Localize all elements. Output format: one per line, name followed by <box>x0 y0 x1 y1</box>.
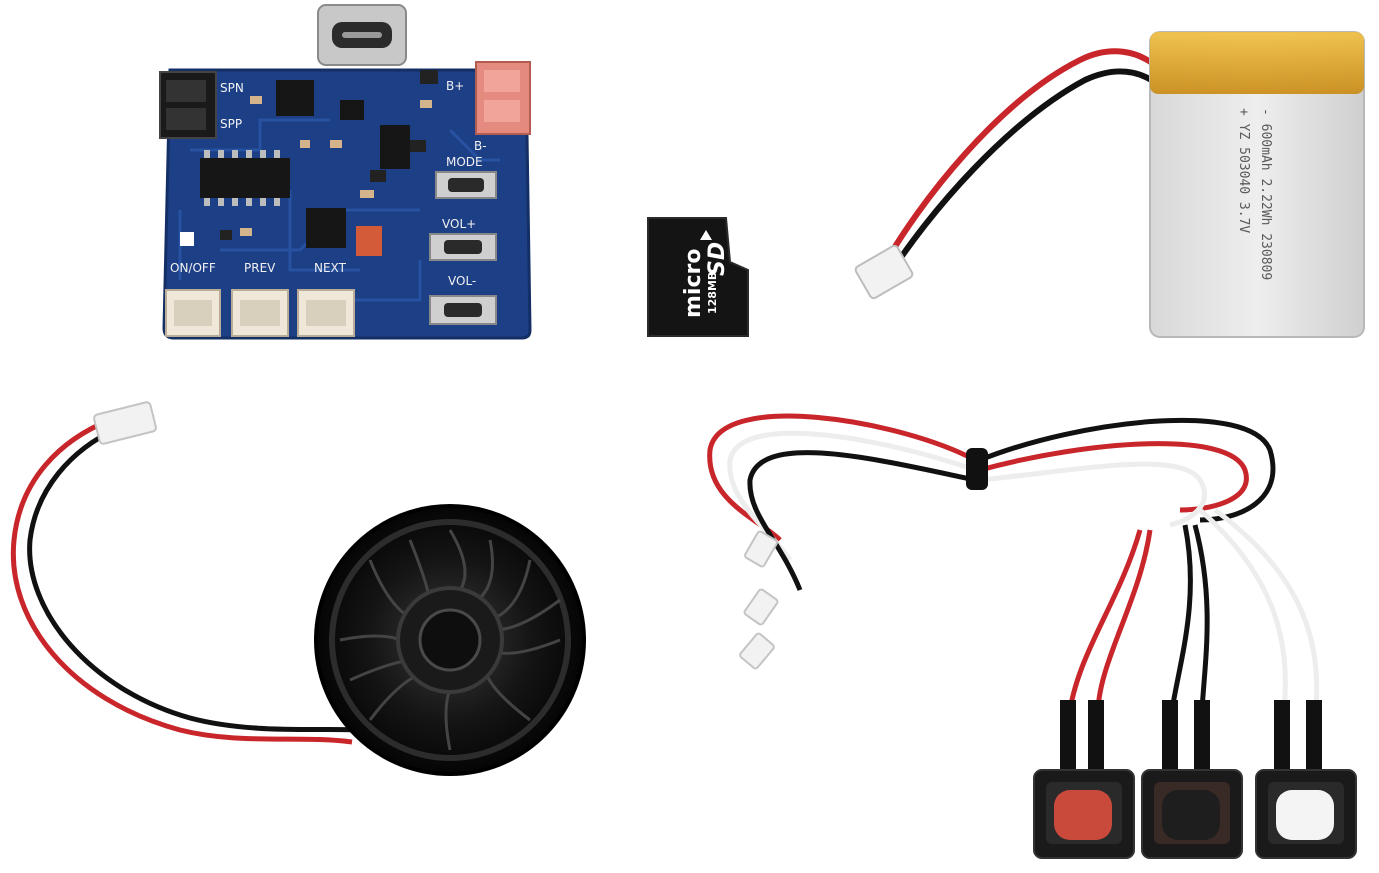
battery-label-line2: - 600mAh 2.22Wh 230809 <box>1258 108 1273 280</box>
sd-brand-sd: SD <box>705 242 730 276</box>
next-connector <box>297 289 355 337</box>
black-push-button[interactable] <box>1141 769 1243 859</box>
red-push-button[interactable] <box>1033 769 1135 859</box>
white-push-button[interactable] <box>1255 769 1357 859</box>
ic-chip-amp <box>306 208 346 248</box>
lipo-battery: + YZ 503040 3.7V - 600mAh 2.22Wh 230809 <box>854 31 1365 338</box>
mp3-module-board: SPN SPP B+ B- MODE <box>159 4 532 340</box>
battery-label-line1: + YZ 503040 3.7V <box>1236 108 1251 233</box>
label-spp: SPP <box>220 117 242 131</box>
harness-plug-3 <box>739 632 775 670</box>
label-b-plus: B+ <box>446 79 464 93</box>
ic-chip-main <box>200 158 290 198</box>
cable-tie <box>966 448 988 490</box>
label-b-minus: B- <box>474 139 487 153</box>
harness-plug-1 <box>744 530 778 568</box>
label-mode: MODE <box>446 155 483 169</box>
sd-capacity: 128MB <box>706 272 719 314</box>
ic-chip-charger <box>276 80 314 116</box>
on-off-connector <box>165 289 221 337</box>
prev-connector <box>231 289 289 337</box>
speaker-assembly <box>10 401 586 776</box>
speaker-jst-plug <box>93 401 157 445</box>
label-prev: PREV <box>244 261 276 275</box>
battery-kapton-tape <box>1150 32 1364 94</box>
speaker-dust-cap <box>418 608 482 672</box>
label-vol-minus: VOL- <box>448 274 476 288</box>
label-vol-plus: VOL+ <box>442 217 476 231</box>
battery-black-wire <box>883 68 1162 282</box>
speaker-red-wire <box>10 417 353 745</box>
battery-jst-plug <box>854 244 914 300</box>
pcb <box>162 68 532 340</box>
label-on-off: ON/OFF <box>170 261 216 275</box>
harness-plug-2 <box>743 588 779 626</box>
button-harness <box>707 413 1357 859</box>
battery-red-wire <box>877 48 1163 274</box>
speaker-black-wire <box>27 425 361 733</box>
micro-sd-card: micro SD 128MB <box>647 217 749 337</box>
label-next: NEXT <box>314 261 347 275</box>
sd-brand-micro: micro <box>681 249 706 318</box>
label-spn: SPN <box>220 81 244 95</box>
